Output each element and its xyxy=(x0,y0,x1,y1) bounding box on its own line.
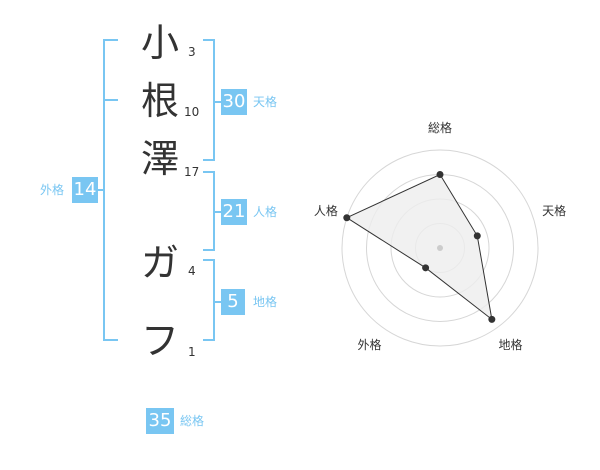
radar-axis-label-3: 地格 xyxy=(499,337,523,352)
name-char-1: 小 xyxy=(140,21,179,65)
jinkaku-label: 人格 xyxy=(253,205,278,219)
chikaku-value: 5 xyxy=(221,289,245,315)
name-char-5: フ xyxy=(140,319,179,363)
name-char-2: 根 xyxy=(140,79,179,123)
stroke-count-1: 3 xyxy=(188,45,196,59)
radar-axis-label-2: 天格 xyxy=(542,203,566,218)
chikaku-label: 地格 xyxy=(253,295,278,309)
radar-axis-label-4: 外格 xyxy=(357,337,381,352)
radar-point-4 xyxy=(422,264,430,272)
radar-point-1 xyxy=(436,171,444,178)
gaikaku-label: 外格 xyxy=(40,183,65,197)
soukaku-value: 35 xyxy=(146,408,174,434)
name-char-3: 澤 xyxy=(140,137,179,181)
tenkaku-label: 天格 xyxy=(253,95,278,109)
tenkaku-value: 30 xyxy=(221,89,247,115)
name-char-4: ガ xyxy=(140,241,179,285)
radar-center-dot xyxy=(437,245,443,251)
radar-point-2 xyxy=(473,232,481,240)
tenkaku-bracket xyxy=(203,39,215,161)
radar-ring-4 xyxy=(341,149,539,347)
chikaku-bracket xyxy=(203,259,215,341)
radar-point-3 xyxy=(488,315,496,323)
gaikaku-value: 14 xyxy=(72,177,98,203)
stroke-count-3: 17 xyxy=(184,165,200,179)
jinkaku-value: 21 xyxy=(221,199,247,225)
radar-polygon xyxy=(345,173,493,321)
stroke-count-2: 10 xyxy=(184,105,200,119)
stroke-count-5: 1 xyxy=(188,345,196,359)
radar-axis-label-1: 総格 xyxy=(428,120,452,135)
stroke-count-4: 4 xyxy=(188,264,196,278)
radar-axis-label-5: 人格 xyxy=(314,203,338,218)
soukaku-label: 総格 xyxy=(180,414,205,428)
radar-points xyxy=(343,171,496,323)
radar-point-5 xyxy=(343,214,351,222)
